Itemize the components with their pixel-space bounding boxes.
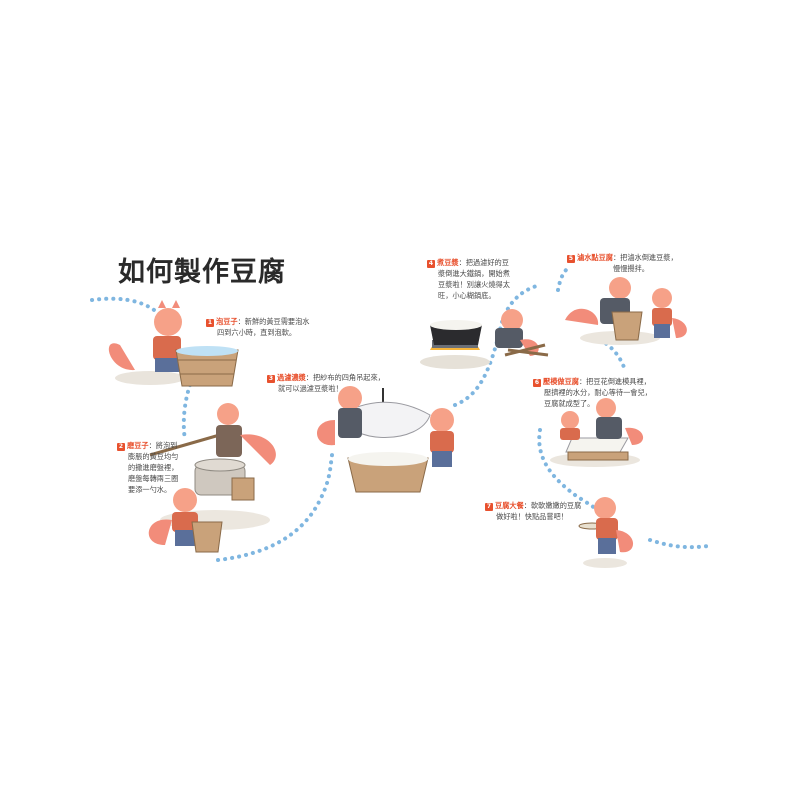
page-title: 如何製作豆腐 [118, 257, 286, 288]
step-5-name: 滷水點豆腐 [577, 253, 613, 262]
step-3-name: 過濾濃漿 [277, 373, 306, 382]
step-2-text-line: 的撒進磨盤裡， [128, 463, 179, 472]
step-2-text-line: 磨盤每轉兩三圈 [128, 474, 179, 483]
step-5-number: 5 [567, 255, 575, 263]
step-4-number: 4 [427, 260, 435, 268]
step-7-text-line: ：軟軟嫩嫩的豆腐 [523, 501, 582, 510]
step-2-text-line: 要添一勺水。 [128, 485, 172, 494]
step-3-text-line: 就可以過濾豆漿啦！ [278, 384, 343, 393]
scene-filter-milk [316, 386, 454, 493]
step-2-number: 2 [117, 443, 125, 451]
step-6-name: 壓模做豆腐 [543, 377, 579, 386]
step-5-text-line: 慢慢攪拌。 [613, 264, 649, 273]
step-6-number: 6 [533, 379, 541, 387]
step-6-text-line: ：把豆花倒進模具裡， [578, 377, 651, 386]
step-4-text-line: ：把過濾好的豆 [458, 258, 509, 267]
step-1-text-line: ：新鮮的黃豆需要泡水 [237, 317, 310, 326]
scene-tofu-feast [578, 497, 634, 568]
scene-add-brine [565, 277, 687, 345]
step-1-text-line: 四到六小時，直到泡軟。 [217, 328, 297, 337]
step-2-text-line: 膨脹的黃豆均勻 [128, 452, 179, 461]
step-7-name: 豆腐大餐 [495, 501, 524, 510]
step-5-text-line: ：把滷水倒進豆漿， [612, 253, 678, 262]
step-4-text-line: 漿倒進大鐵鍋，開始煮 [438, 269, 510, 278]
step-4-name: 煮豆漿 [437, 258, 459, 267]
step-2-name: 磨豆子 [127, 441, 149, 450]
step-4-text-line: 豆漿啦！別讓火燒得太 [438, 280, 510, 289]
scene-grind-beans [148, 403, 276, 553]
scene-boil-milk [420, 309, 549, 369]
step-6-text-line: 壓擠裡的水分，耐心等待一會兒， [544, 388, 652, 397]
step-6-text-line: 豆腐就成型了。 [544, 399, 595, 408]
step-3-number: 3 [267, 375, 275, 383]
step-1-number: 1 [206, 319, 214, 327]
step-1-name: 泡豆子 [216, 317, 238, 326]
step-3-text-line: ：把紗布的四角吊起來， [305, 373, 385, 382]
step-4-text-line: 旺，小心糊鍋底。 [438, 291, 496, 300]
scene-press-tofu [550, 398, 644, 467]
step-2-text-line: ：將泡到 [148, 441, 178, 450]
step-7-text-line: 做好啦！快點品嘗吧！ [496, 512, 568, 521]
step-7-number: 7 [485, 503, 493, 511]
scene-soak-beans [108, 300, 239, 387]
